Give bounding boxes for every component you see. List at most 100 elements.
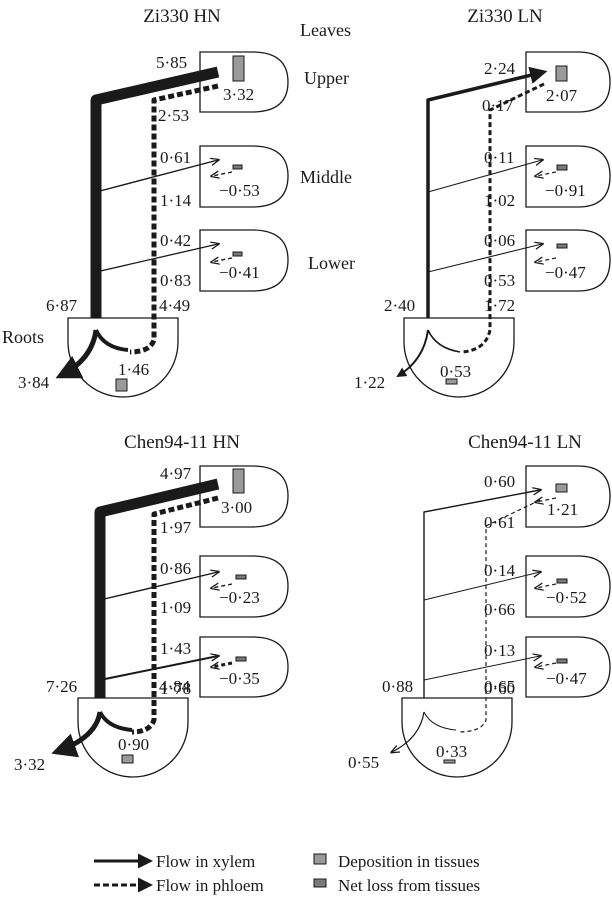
root-tissue: 0·33 [436,742,467,761]
xylem-to-lower [423,656,540,681]
xylem-to-lower [95,244,218,273]
phloem-from-lower [212,258,233,262]
legend-loss-icon [313,878,327,888]
deposition-icon-root [115,378,128,392]
root-intake: 0·55 [348,753,379,772]
upper-xylem-in: 2·24 [484,59,516,78]
root-phloem: 0·65 [484,677,515,696]
leaf-outline-middle [525,145,611,208]
lower-xylem-in: 0·06 [484,231,515,250]
root-outline [77,697,189,778]
middle-tissue: −0·23 [219,588,260,607]
loss-icon-lower [556,658,568,664]
xylem-root [396,329,429,378]
lower-tissue: −0·47 [546,669,587,688]
root-phloem: 1·72 [484,296,515,315]
legend-deposition-icon [313,853,327,865]
lower-tissue: −0·35 [219,669,260,688]
legend-phloem-label: Flow in phloem [156,876,264,895]
phloem-from-lower [536,663,557,667]
middle-phloem-out: 0·66 [484,600,515,619]
middle-tissue: −0·91 [545,181,586,200]
deposition-icon-root [445,378,458,385]
root-intake: 1·22 [354,373,385,392]
xylem-root [392,711,425,752]
xylem-main [90,66,220,318]
leaf-outline-middle [199,145,289,208]
phloem-main [461,82,545,354]
lower-xylem-in: 0·42 [160,231,191,250]
root-outline [401,697,513,778]
leaf-outline-upper [199,51,289,113]
leaf-outline-upper [525,465,611,528]
phloem-main [457,499,541,733]
upper-phloem-out: 0·61 [484,513,515,532]
phloem-from-middle [536,172,557,176]
xylem-root [55,329,99,379]
lower-tissue: −0·41 [219,263,260,282]
deposition-icon-root [443,759,456,764]
legend-loss-label: Net loss from tissues [338,876,480,895]
phloem-from-upper [536,498,557,502]
root-phloem: 4·49 [159,296,190,315]
leaf-outline-upper [525,51,611,113]
xylem-to-middle [423,572,540,601]
xylem-to-lower [427,244,542,273]
loss-icon-middle [232,164,243,170]
middle-tissue: −0·52 [546,588,587,607]
panel-title: Chen94-11 HN [124,432,240,453]
loss-icon-lower [235,656,247,662]
lower-phloem-out: 1·78 [160,679,191,698]
lower-phloem-out: 0·60 [484,679,515,698]
phloem-from-lower [212,661,233,667]
root-tissue: 1·46 [118,360,149,379]
upper-tissue: 2·07 [546,86,578,105]
xylem-root-internal [94,329,129,352]
middle-phloem-out: 1·02 [484,191,515,210]
upper-label: Upper [304,68,349,88]
middle-phloem-out: 1·14 [160,191,192,210]
deposition-icon-upper [232,55,245,82]
leaf-outline-upper [199,465,289,528]
phloem-main [131,495,219,735]
lower-xylem-in: 0·13 [484,641,515,660]
root-xylem: 0·88 [382,677,413,696]
upper-tissue: 3·32 [223,85,254,104]
lower-phloem-out: 0·83 [160,271,191,290]
legend-xylem-label: Flow in xylem [156,852,255,871]
deposition-icon-root [121,754,134,764]
xylem-root-internal [98,711,133,732]
xylem-main [94,478,220,698]
middle-xylem-in: 0·14 [484,561,516,580]
upper-xylem-in: 0·60 [484,472,515,491]
root-xylem: 6·87 [46,296,78,315]
leaf-outline-lower [199,229,289,292]
panel-title: Chen94-11 LN [468,432,582,453]
leaf-outline-lower [525,229,611,292]
phloem-from-middle [536,584,557,588]
upper-phloem-out: 1·97 [160,518,192,537]
xylem-root [51,711,103,758]
upper-xylem-in: 4·97 [160,464,192,483]
leaves-label: Leaves [300,20,351,40]
leaf-outline-middle [525,555,611,618]
leaf-outline-lower [525,636,611,698]
middle-xylem-in: 0·11 [484,148,515,167]
panel-zi330-ln: Zi330 LN 2·24 2·07 0·17 0·11 −0·91 1·02 … [354,6,611,398]
root-phloem: 4·84 [159,677,191,696]
loss-icon-lower [232,251,243,257]
legend: Flow in xylem Flow in phloem Deposition … [94,852,480,895]
loss-icon-lower [556,243,568,249]
root-intake: 3·32 [14,755,45,774]
root-outline [403,317,515,398]
lower-label: Lower [308,253,355,273]
root-tissue: 0·90 [118,735,149,754]
deposition-icon-upper [555,483,568,493]
roots-label: Roots [2,327,44,347]
middle-xylem-in: 0·61 [160,148,191,167]
panel-zi330-hn: Zi330 HN 5·85 3·32 2·53 0·61 −0·53 1·14 … [18,6,289,398]
middle-xylem-in: 0·86 [160,559,191,578]
xylem-main [426,66,548,318]
xylem-root-internal [423,711,457,731]
